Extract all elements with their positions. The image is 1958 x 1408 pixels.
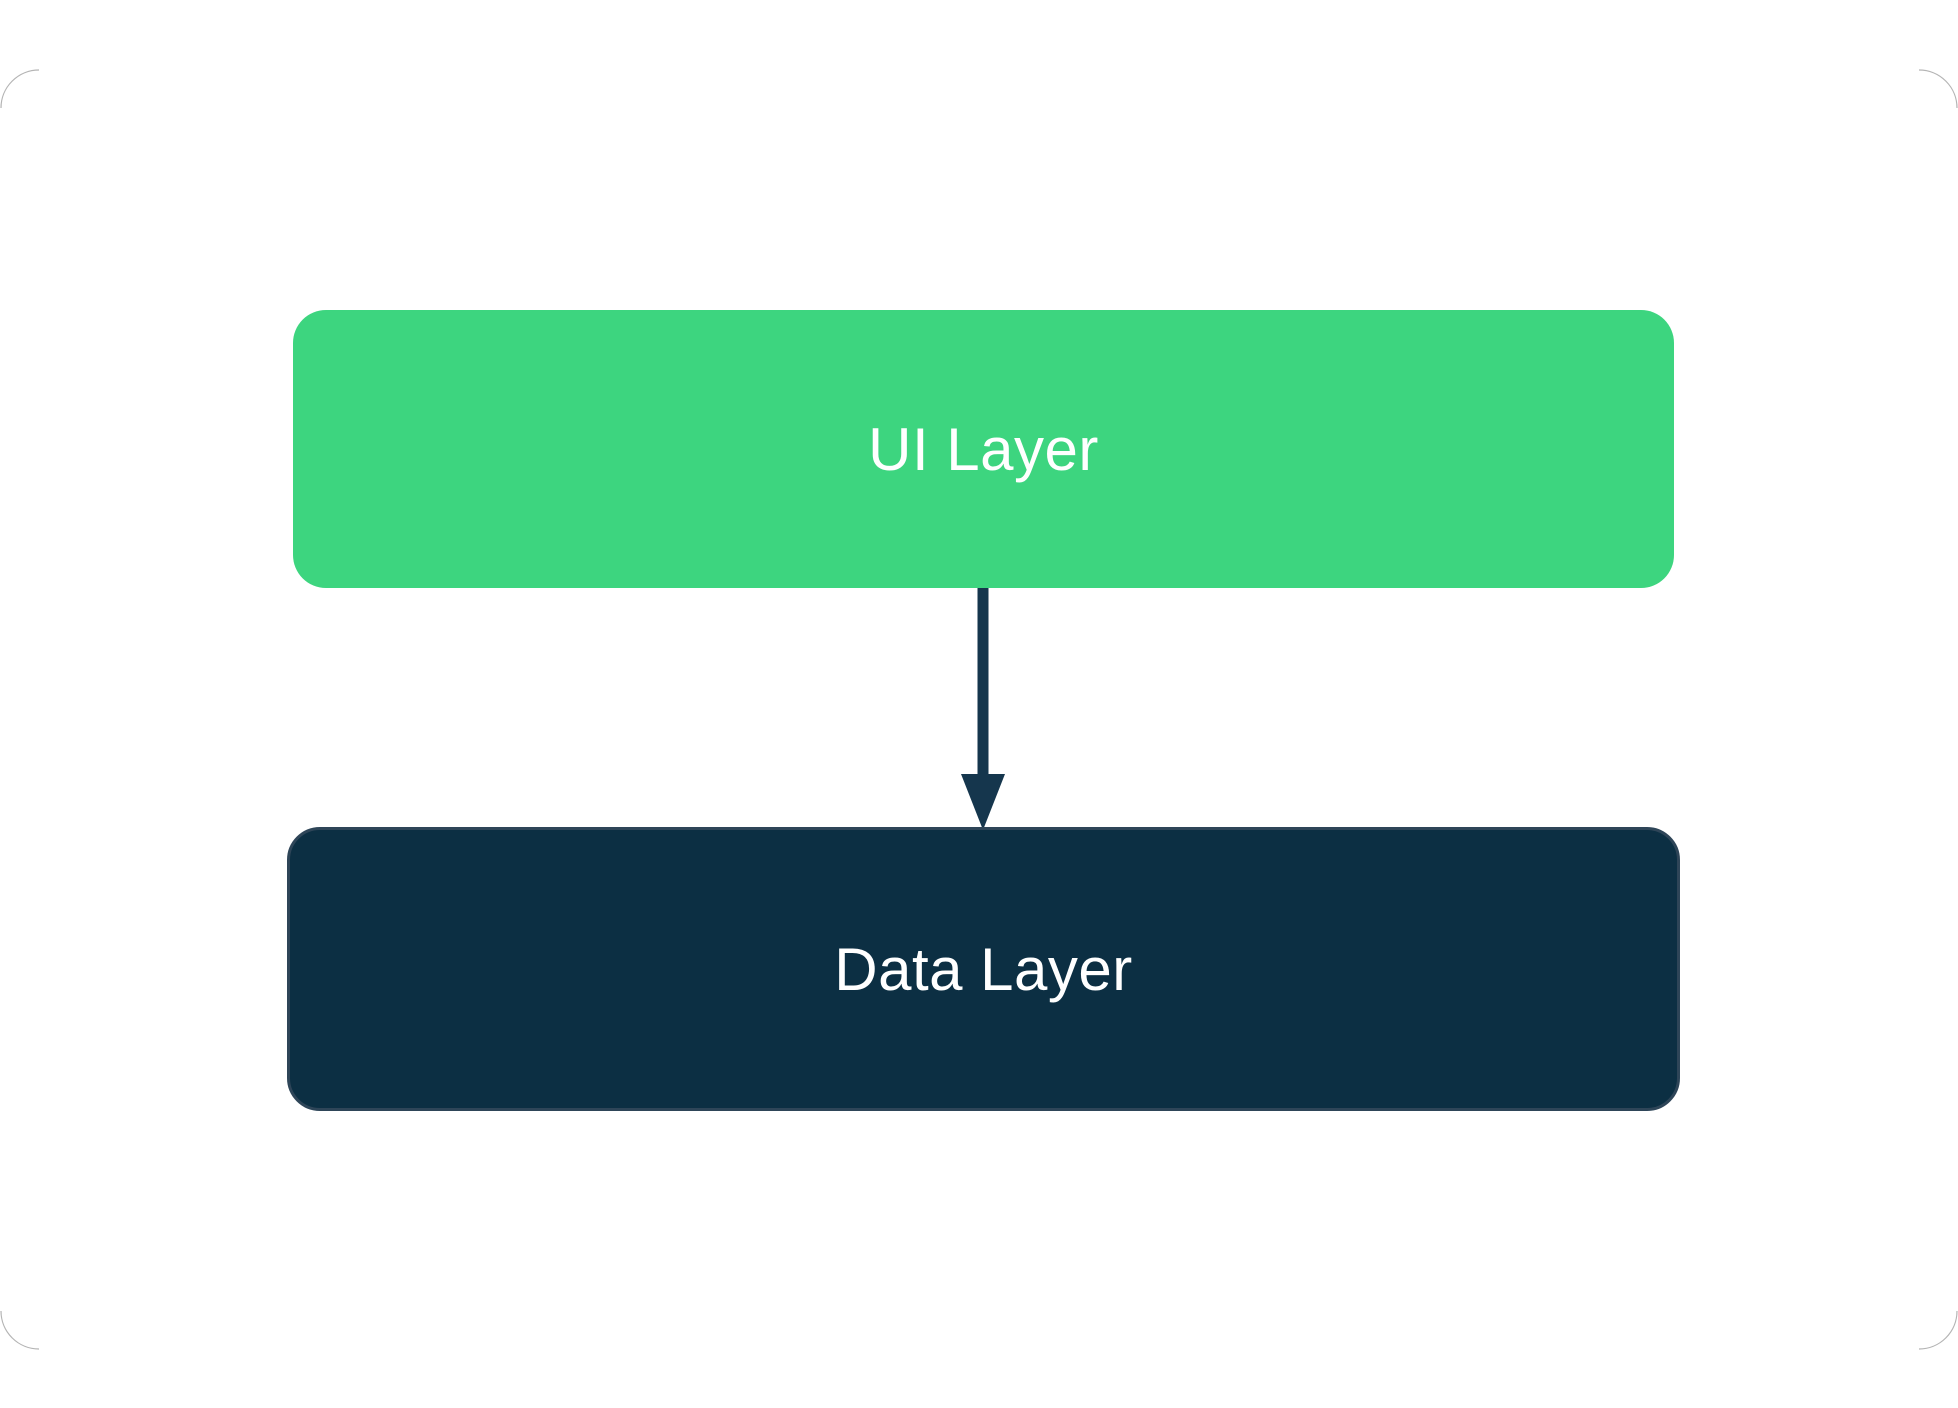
frame-corner-bottom-left — [0, 1310, 40, 1350]
frame-corner-top-right — [1918, 69, 1958, 109]
frame-corner-top-left — [0, 69, 40, 109]
node-data-layer-label: Data Layer — [834, 935, 1133, 1003]
node-ui-layer: UI Layer — [293, 310, 1674, 588]
frame-corner-bottom-right — [1918, 1310, 1958, 1350]
node-data-layer: Data Layer — [287, 827, 1680, 1111]
edge-arrowhead-icon — [961, 774, 1005, 830]
node-ui-layer-label: UI Layer — [868, 415, 1099, 483]
